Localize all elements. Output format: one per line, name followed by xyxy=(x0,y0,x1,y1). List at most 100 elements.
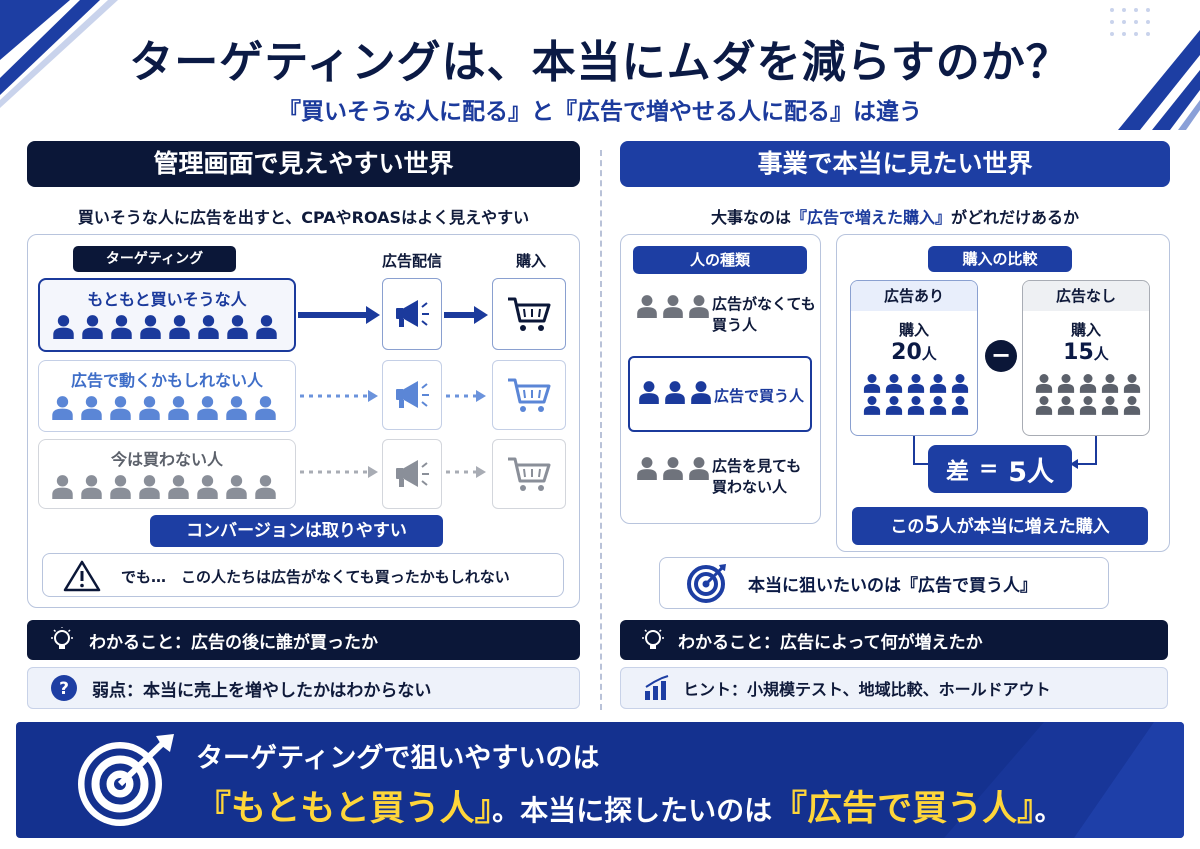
person-icon xyxy=(885,396,903,415)
person-icon xyxy=(81,475,102,499)
person-icon xyxy=(197,475,218,499)
with-ad-caption: 購入 xyxy=(898,321,929,339)
person-icon xyxy=(82,315,103,339)
person-icon xyxy=(885,374,903,393)
person-icon xyxy=(255,396,276,420)
person-icon xyxy=(226,396,247,420)
column-divider xyxy=(600,150,602,710)
person-icon xyxy=(197,396,218,420)
shopping-cart-icon xyxy=(508,297,551,331)
left-panel-heading: 管理画面で見えやすい世界 xyxy=(27,141,580,187)
increase-number: 5 xyxy=(924,513,940,538)
dotted-arrow-1 xyxy=(300,390,378,402)
person-icon xyxy=(169,315,190,339)
person-icon xyxy=(1057,374,1075,393)
person-icon xyxy=(691,381,711,404)
type-no-ad-buyers: 広告がなくても 買う人 xyxy=(634,290,816,342)
right-insight-bar: わかること：広告によって何が増えたか xyxy=(620,620,1168,660)
person-icon xyxy=(907,374,925,393)
right-hint-bar: ヒント：小規模テスト、地域比較、ホールドアウト xyxy=(620,667,1168,709)
difference-badge: 差 = 5人 xyxy=(928,445,1072,493)
comparison-label: 購入の比較 xyxy=(928,246,1072,272)
right-lead-post: がどれだけあるか xyxy=(951,208,1080,227)
flow-arrows xyxy=(298,306,488,478)
footer-end-text: 。 xyxy=(1034,794,1063,827)
right-lead-emphasis: 『広告で増えた購入』 xyxy=(790,208,951,227)
megaphone-box-1 xyxy=(382,278,442,350)
page-subtitle: 『買いそうな人に配る』と『広告で増やせる人に配る』は違う xyxy=(278,99,922,125)
cart-box-1 xyxy=(492,278,566,350)
person-icon xyxy=(139,475,160,499)
left-weakness-bar: ? 弱点：本当に売上を増やしたかはわからない xyxy=(27,667,580,709)
cart-box-3 xyxy=(492,439,566,509)
warning-triangle-icon xyxy=(63,560,101,592)
person-icon xyxy=(81,396,102,420)
person-icon xyxy=(663,457,683,480)
footer-line-1: ターゲティングで狙いやすいのは xyxy=(196,743,600,774)
group-non-buyers-label: 今は買わない人 xyxy=(110,450,223,469)
people-icons-type-2 xyxy=(638,380,712,404)
without-ad-card: 広告なし 購入 15人 xyxy=(1022,280,1150,436)
group-non-buyers: 今は買わない人 xyxy=(38,439,296,509)
person-icon xyxy=(110,475,131,499)
without-ad-people xyxy=(1035,373,1145,415)
left-insight-bar: わかること：広告の後に誰が買ったか xyxy=(27,620,580,660)
with-ad-card: 広告あり 購入 20人 xyxy=(850,280,978,436)
page-title: ターゲティングは、本当にムダを減らすのか？ xyxy=(129,37,1071,88)
person-icon xyxy=(1057,396,1075,415)
person-icon xyxy=(637,457,657,480)
person-icon xyxy=(1079,396,1097,415)
person-icon xyxy=(951,396,969,415)
group-maybe-buyers-label: 広告で動くかもしれない人 xyxy=(70,371,263,390)
group-likely-buyers-label: もともと買いそうな人 xyxy=(87,290,247,309)
megaphone-box-2 xyxy=(382,360,442,430)
megaphone-box-3 xyxy=(382,439,442,509)
increase-pre: この xyxy=(890,517,925,537)
person-icon xyxy=(907,396,925,415)
footer-highlight-2: 『広告で買う人』 xyxy=(772,789,1035,829)
person-icon xyxy=(1123,374,1141,393)
person-icon xyxy=(1035,374,1053,393)
person-icon xyxy=(111,315,132,339)
goal-box: 本当に狙いたいのは『広告で買う人』 xyxy=(659,557,1109,609)
shopping-cart-icon xyxy=(508,378,551,412)
right-lead: 大事なのは『広告で増えた購入』がどれだけあるか xyxy=(620,204,1170,228)
person-icon xyxy=(140,315,161,339)
left-weakness-text: 弱点：本当に売上を増やしたかはわからない xyxy=(92,680,432,701)
people-icons-likely xyxy=(52,314,278,339)
conversion-label: コンバージョンは取りやすい xyxy=(150,515,443,547)
person-icon xyxy=(689,295,709,318)
people-types-label: 人の種類 xyxy=(633,246,807,274)
megaphone-icon xyxy=(396,381,429,408)
solid-arrow-2 xyxy=(444,306,488,324)
footer-middle-text: 。本当に探したいのは xyxy=(492,794,773,827)
person-icon xyxy=(52,475,73,499)
without-ad-number: 15 xyxy=(1063,340,1094,365)
person-icon xyxy=(951,374,969,393)
with-ad-number: 20 xyxy=(891,340,922,365)
person-icon xyxy=(929,374,947,393)
corner-decoration-right xyxy=(1110,8,1200,130)
warning-box: でも… この人たちは広告がなくても買ったかもしれない xyxy=(42,553,564,597)
footer-line-2: 『もともと買う人』。本当に探したいのは『広告で買う人』。 xyxy=(196,780,1063,831)
group-likely-buyers: もともと買いそうな人 xyxy=(38,278,296,352)
with-ad-label: 広告あり xyxy=(851,281,977,311)
person-icon xyxy=(863,374,881,393)
person-icon xyxy=(139,396,160,420)
without-ad-label: 広告なし xyxy=(1023,281,1149,311)
question-circle-icon: ? xyxy=(51,675,77,701)
footer-highlight-1: 『もともと買う人』 xyxy=(196,789,493,829)
megaphone-icon xyxy=(396,300,429,327)
person-icon xyxy=(1101,396,1119,415)
person-icon xyxy=(1123,396,1141,415)
difference-equals: = xyxy=(978,456,999,482)
person-icon xyxy=(227,315,248,339)
person-icon xyxy=(52,396,73,420)
corner-decoration-left xyxy=(0,0,118,108)
difference-label: 差 xyxy=(945,459,969,485)
bar-chart-icon xyxy=(645,675,669,700)
person-icon xyxy=(168,475,189,499)
left-insight-text: わかること：広告の後に誰が買ったか xyxy=(89,632,378,653)
person-icon xyxy=(226,475,247,499)
delivery-column-header: 広告配信 xyxy=(381,252,442,270)
